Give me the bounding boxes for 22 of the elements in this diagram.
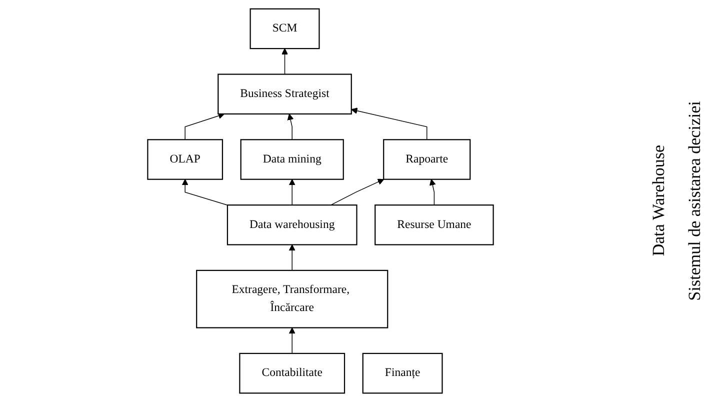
arrow bbox=[282, 48, 288, 75]
node-box: Finanțe bbox=[362, 352, 443, 394]
node-box: Data mining bbox=[240, 139, 344, 180]
node-box: Data warehousing bbox=[226, 204, 358, 246]
node-box: OLAP bbox=[147, 139, 224, 180]
arrow bbox=[351, 108, 428, 140]
arrow bbox=[288, 244, 296, 271]
arrow bbox=[287, 114, 294, 140]
side-label: Data Warehouse bbox=[649, 145, 669, 257]
arrow bbox=[184, 112, 225, 140]
arrow bbox=[429, 179, 436, 206]
node-box: SCM bbox=[250, 8, 320, 50]
arrow bbox=[288, 327, 296, 354]
node-box: Business Strategist bbox=[218, 74, 352, 114]
arrow bbox=[288, 179, 296, 206]
node-box: Contabilitate bbox=[239, 352, 346, 394]
node-box: Rapoarte bbox=[383, 139, 471, 180]
node-box: Extragere, Transformare, Încărcare bbox=[196, 270, 388, 328]
node-box: Resurse Umane bbox=[374, 204, 494, 246]
side-label: Sistemul de asistarea deciziei bbox=[685, 101, 705, 301]
arrow bbox=[182, 179, 228, 206]
arrow bbox=[330, 178, 384, 206]
